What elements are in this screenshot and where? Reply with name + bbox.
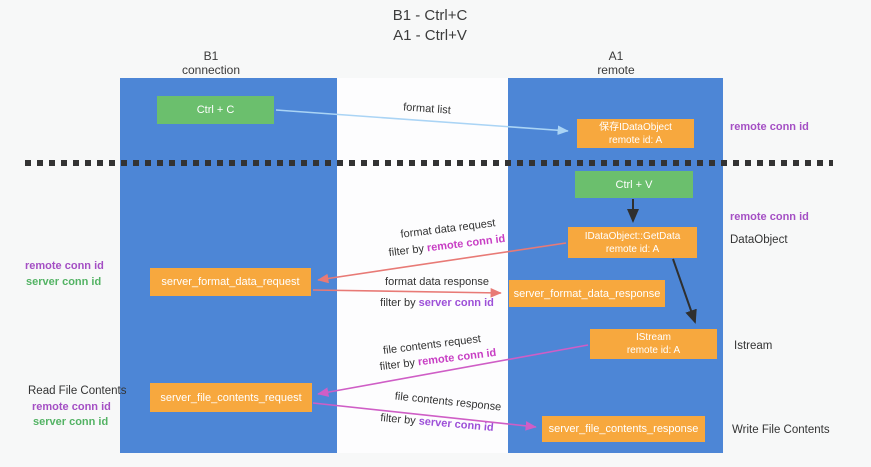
left-label-read-remote-conn-id: remote conn id (32, 401, 111, 413)
lane-a1-title: A1 (608, 49, 624, 63)
lane-a1-subtitle: remote (597, 63, 635, 77)
node-idataobject-getdata: IDataObject::GetData remote id: A (568, 227, 697, 258)
node-istream-line2: remote id: A (626, 345, 681, 356)
right-label-write-file-contents: Write File Contents (732, 424, 830, 436)
left-label-remote-conn-id: remote conn id (25, 260, 104, 272)
dashed-separator-line (25, 160, 833, 166)
node-save-idataobject: 保存IDataObject remote id: A (577, 119, 694, 148)
edge-label-format-response-filter: filter by server conn id (380, 297, 494, 309)
node-server-file-contents-request: server_file_contents_request (150, 383, 312, 412)
node-server-format-data-request: server_format_data_request (150, 268, 311, 296)
node-getdata-line2: remote id: A (605, 243, 660, 255)
node-istream-line1: IStream (635, 332, 671, 343)
right-label-istream: Istream (734, 340, 773, 352)
node-getdata-line1: IDataObject::GetData (584, 230, 681, 242)
left-label-server-conn-id: server conn id (26, 276, 102, 288)
edge-label-format-data-response: format data response (385, 276, 489, 288)
lane-b1-title: B1 (203, 49, 219, 63)
title-line-1: B1 - Ctrl+C (392, 7, 468, 24)
node-server-format-data-response: server_format_data_response (509, 280, 665, 307)
right-label-dataobject: DataObject (730, 234, 788, 246)
node-ctrl-c: Ctrl + C (157, 96, 274, 124)
right-label-remote-conn-id-top: remote conn id (730, 121, 809, 133)
lane-b1-subtitle: connection (181, 63, 241, 77)
filter-by-text: filter by (380, 297, 419, 309)
node-istream: IStream remote id: A (590, 329, 717, 359)
title-line-2: A1 - Ctrl+V (393, 27, 467, 44)
node-save-idataobject-line1: 保存IDataObject (599, 121, 672, 133)
right-label-remote-conn-id-mid: remote conn id (730, 211, 809, 223)
left-label-read-server-conn-id: server conn id (33, 416, 109, 428)
left-label-read-file-contents: Read File Contents (28, 385, 127, 397)
node-ctrl-v: Ctrl + V (575, 171, 693, 198)
node-save-idataobject-line2: remote id: A (608, 134, 663, 146)
lane-header-b1: B1 connection (151, 49, 271, 77)
diagram-title: B1 - Ctrl+C A1 - Ctrl+V (330, 6, 530, 46)
lane-header-a1: A1 remote (556, 49, 676, 77)
server-conn-id-key: server conn id (418, 297, 494, 309)
node-server-file-contents-response: server_file_contents_response (542, 416, 705, 442)
